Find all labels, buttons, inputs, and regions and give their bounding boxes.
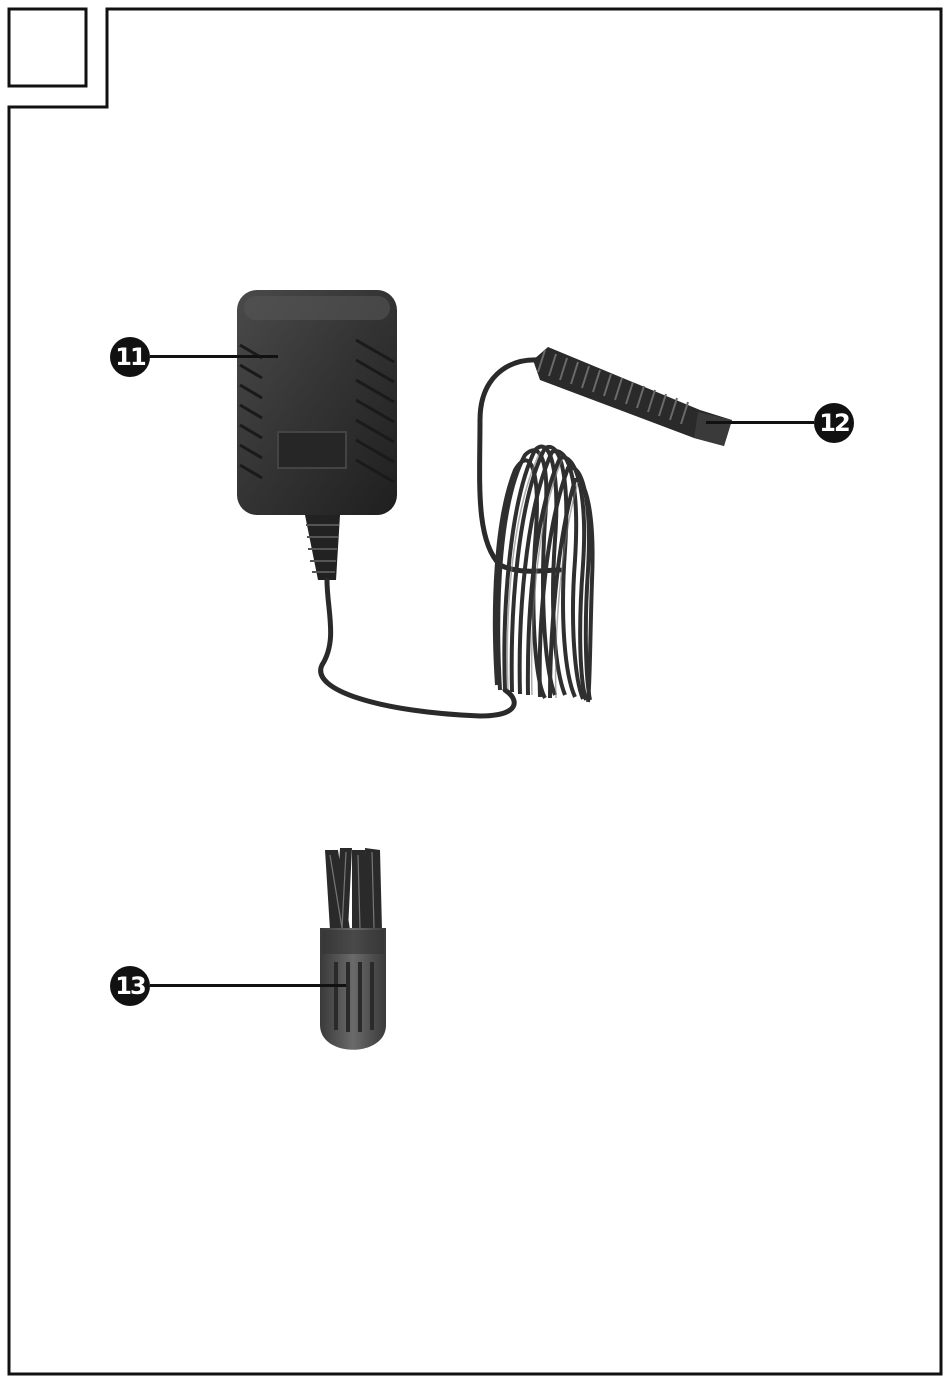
power-adapter-icon xyxy=(237,290,397,580)
callout-brush: 13 xyxy=(110,966,150,1006)
callout-brush-leader xyxy=(150,984,346,987)
cleaning-brush-icon xyxy=(320,848,386,1050)
callout-adapter: 11 xyxy=(110,337,150,377)
callout-plug: 12 xyxy=(814,403,854,443)
callout-adapter-leader xyxy=(150,355,278,358)
callout-plug-leader xyxy=(706,421,814,424)
appliance-plug-icon xyxy=(533,347,732,446)
